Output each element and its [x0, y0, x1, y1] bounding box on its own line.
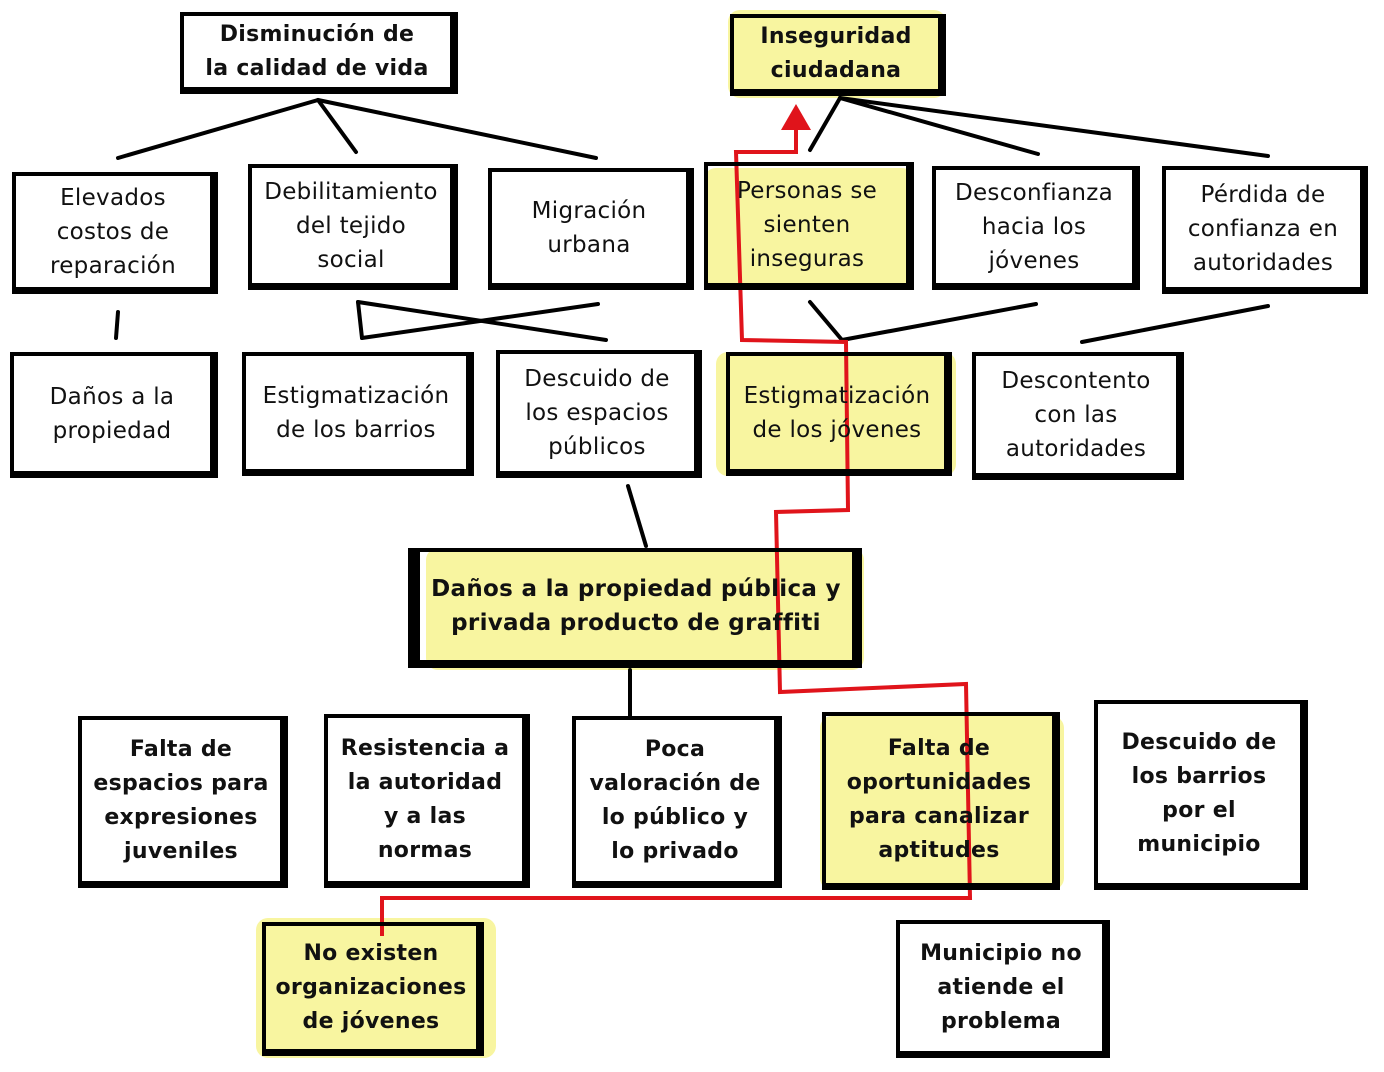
- connector-desconfianza-estig: [840, 302, 1038, 342]
- connector-cross-b: [356, 300, 364, 340]
- connector-inseguridad-desconfianza: [838, 96, 1040, 156]
- connector-inseguridad-inseguras: [808, 96, 842, 152]
- highlight-inseguridad: [728, 10, 946, 98]
- causal-path-line: [380, 128, 973, 936]
- highlight-oportunidades: [820, 716, 1064, 890]
- cause-organizaciones: No existen organizaciones de jóvenes: [262, 922, 484, 1056]
- cause-descuido-barrios: Descuido de los barrios por el municipio: [1094, 700, 1308, 890]
- connector-confianza-descontento: [1080, 304, 1270, 344]
- cause-espacios: Falta de espacios para expresiones juven…: [78, 716, 288, 888]
- effect-estig-barrios: Estigmatización de los barrios: [242, 352, 474, 476]
- effect-descontento: Descontento con las autoridades: [972, 352, 1184, 480]
- effect-inseguras: Personas se sienten inseguras: [704, 162, 914, 290]
- connector-espacios-central: [626, 484, 648, 548]
- connector-inseguridad-confianza: [838, 96, 1270, 158]
- cause-valoracion: Poca valoración de lo público y lo priva…: [572, 716, 782, 888]
- causal-path-arrowhead: [781, 104, 811, 130]
- highlight-central: [426, 548, 864, 670]
- effect-migracion: Migración urbana: [488, 168, 694, 290]
- effect-inseguridad: Inseguridad ciudadana: [730, 14, 946, 96]
- effect-tejido: Debilitamiento del tejido social: [248, 164, 458, 290]
- connector-calidad-tejido: [316, 98, 358, 154]
- effect-calidad-vida: Disminución de la calidad de vida: [180, 12, 458, 94]
- cause-municipio: Municipio no atiende el problema: [896, 920, 1110, 1058]
- effect-estig-jovenes: Estigmatización de los jóvenes: [726, 352, 952, 476]
- connector-cross-c: [360, 302, 600, 340]
- effect-desconfianza: Desconfianza hacia los jóvenes: [932, 166, 1140, 290]
- connector-lines: [114, 96, 1270, 718]
- central-problem: Daños a la propiedad pública y privada p…: [408, 548, 862, 668]
- connector-inseguras-estig: [808, 300, 844, 342]
- cause-resistencia: Resistencia a la autoridad y a las norma…: [324, 714, 530, 888]
- cause-oportunidades: Falta de oportunidades para canalizar ap…: [822, 712, 1060, 890]
- highlight-organizaciones: [256, 918, 496, 1058]
- effect-costos: Elevados costos de reparación: [12, 172, 218, 294]
- connector-calidad-costos: [116, 98, 320, 160]
- effect-danos-propiedad: Daños a la propiedad: [10, 352, 218, 478]
- highlight-estig-jovenes: [716, 352, 956, 476]
- connector-calidad-migracion: [316, 98, 598, 160]
- effect-descuido-espacios: Descuido de los espacios públicos: [496, 350, 702, 478]
- effect-confianza: Pérdida de confianza en autoridades: [1162, 166, 1368, 294]
- connector-costos-danos: [114, 310, 120, 340]
